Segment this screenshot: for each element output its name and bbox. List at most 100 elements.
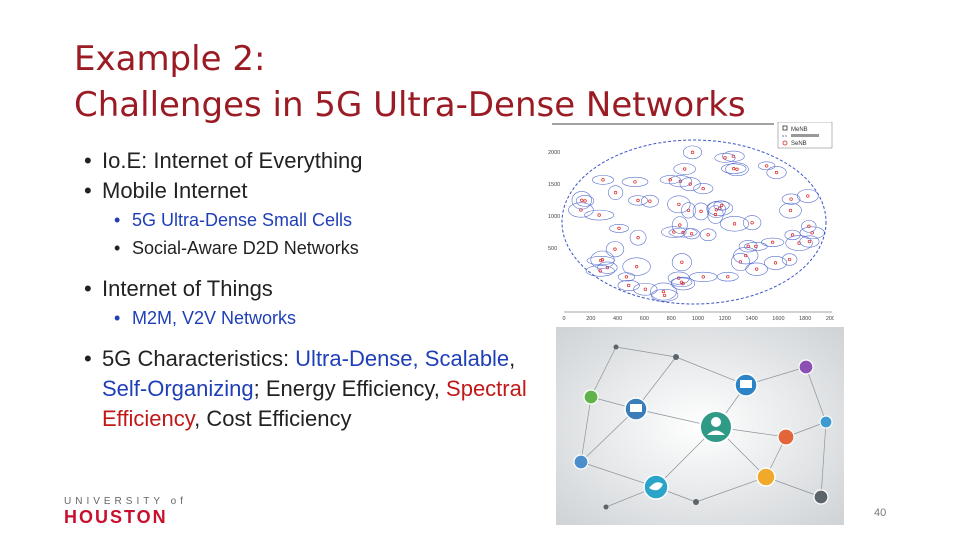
small-cell-ellipse xyxy=(738,240,758,253)
senb-point xyxy=(726,275,730,279)
x-tick-label: 1600 xyxy=(772,316,784,322)
small-cell-ellipse xyxy=(622,257,651,276)
char-sep: , xyxy=(509,346,516,371)
senb-point xyxy=(597,213,601,217)
small-cell-ellipse xyxy=(742,215,762,231)
small-cell-ellipse xyxy=(706,200,734,216)
senb-point xyxy=(790,233,795,237)
senb-point xyxy=(754,244,758,249)
small-cell-ellipse xyxy=(745,262,768,276)
small-cell-ellipse xyxy=(640,194,659,208)
senb-point xyxy=(690,150,695,154)
bullet-ioe-text: Io.E: Internet of Everything xyxy=(102,148,363,173)
senb-point xyxy=(735,167,739,171)
network-scatter-chart: 0200400600800100012001400160018002000 20… xyxy=(548,122,834,322)
small-cell-ellipse xyxy=(733,246,759,265)
x-tick-label: 1400 xyxy=(745,316,757,322)
small-cell-ellipse xyxy=(801,220,817,233)
small-cell-ellipse xyxy=(719,216,750,232)
bullet-list: •Io.E: Internet of Everything •Mobile In… xyxy=(84,146,544,434)
small-cell-ellipse xyxy=(689,271,718,282)
small-cell-ellipse xyxy=(670,277,693,287)
y-tick-label: 1500 xyxy=(548,182,560,188)
small-cell-ellipse xyxy=(661,226,687,238)
x-tick-label: 1000 xyxy=(692,316,704,322)
senb-point xyxy=(746,244,750,248)
senb-point xyxy=(744,253,748,258)
senb-point xyxy=(598,269,602,273)
settings-node-icon xyxy=(813,489,829,505)
senb-point xyxy=(770,240,775,244)
chat-node-icon xyxy=(583,389,599,405)
senb-point xyxy=(679,280,684,284)
small-cell-ellipse xyxy=(585,265,615,277)
small-cell-ellipse xyxy=(571,191,592,210)
small-cell-ellipse xyxy=(650,288,679,302)
senb-point xyxy=(681,230,685,235)
small-cell-ellipse xyxy=(584,209,615,221)
small-cell-ellipse xyxy=(681,202,696,219)
senb-point xyxy=(678,223,682,227)
senb-point xyxy=(668,178,672,182)
senb-point xyxy=(732,222,737,226)
senb-point xyxy=(613,247,617,251)
senb-point xyxy=(699,209,703,214)
senb-point xyxy=(624,275,629,279)
senb-point xyxy=(688,182,692,186)
university-logo: UNIVERSITY of HOUSTON xyxy=(64,496,187,527)
small-cell-ellipse xyxy=(621,176,649,187)
small-cell-ellipse xyxy=(633,282,658,296)
senb-point xyxy=(689,232,694,236)
senb-point xyxy=(613,190,618,195)
senb-point xyxy=(788,208,793,213)
small-cell-ellipse xyxy=(781,253,798,266)
legend-senb-marker xyxy=(782,140,788,146)
small-cell-ellipse xyxy=(617,279,640,291)
slide-title: Example 2: Challenges in 5G Ultra-Dense … xyxy=(74,36,746,128)
star-node-icon xyxy=(798,359,814,375)
small-cell-ellipse xyxy=(720,163,747,174)
senb-point xyxy=(648,199,652,203)
senb-point xyxy=(599,258,603,263)
small-cell-ellipse xyxy=(766,166,787,179)
iot-network-illustration xyxy=(556,327,844,525)
globe-node-icon xyxy=(573,454,589,470)
small-cell-ellipse xyxy=(679,177,701,191)
small-cell-ellipse xyxy=(575,195,595,207)
bullet-mobile: •Mobile Internet xyxy=(84,176,544,206)
title-line-1: Example 2: xyxy=(74,39,266,79)
x-tick-label: 400 xyxy=(613,316,622,322)
sub-bullet-m2m: •M2M, V2V Networks xyxy=(84,304,544,332)
bullet-mobile-text: Mobile Internet xyxy=(102,178,248,203)
x-tick-label: 0 xyxy=(562,316,565,322)
senb-point xyxy=(701,275,705,279)
small-cell-ellipse xyxy=(673,163,696,175)
senb-point xyxy=(787,257,792,262)
bullet-iot-text: Internet of Things xyxy=(102,276,273,301)
small-cell-ellipse xyxy=(713,200,730,211)
x-tick-label: 1800 xyxy=(799,316,811,322)
small-cell-ellipse xyxy=(799,235,820,248)
small-cell-ellipse xyxy=(605,241,625,258)
bullet-5g-characteristics: • 5G Characteristics: Ultra-Dense, Scala… xyxy=(84,346,527,431)
legend-menb-label: MeNB xyxy=(791,127,808,133)
senb-point xyxy=(583,199,587,203)
senb-point xyxy=(755,267,759,271)
senb-point xyxy=(677,202,681,207)
small-cell-ellipse xyxy=(568,202,594,218)
small-cell-ellipse xyxy=(629,229,647,246)
senb-point xyxy=(634,265,639,269)
small-cell-ellipse xyxy=(779,202,802,219)
senb-point xyxy=(806,194,810,198)
y-tick-label: 2000 xyxy=(548,150,560,156)
legend-menb-marker xyxy=(782,125,788,131)
sub-bullet-m2m-text: M2M, V2V Networks xyxy=(132,308,297,328)
small-cell-ellipse xyxy=(707,205,724,224)
small-cell-ellipse xyxy=(784,229,801,241)
senb-point xyxy=(773,261,778,265)
camera-node-icon xyxy=(819,415,833,429)
senb-point xyxy=(750,221,754,225)
senb-point xyxy=(764,164,769,168)
legend-coverage-label-blur xyxy=(791,134,819,137)
x-tick-label: 600 xyxy=(640,316,649,322)
